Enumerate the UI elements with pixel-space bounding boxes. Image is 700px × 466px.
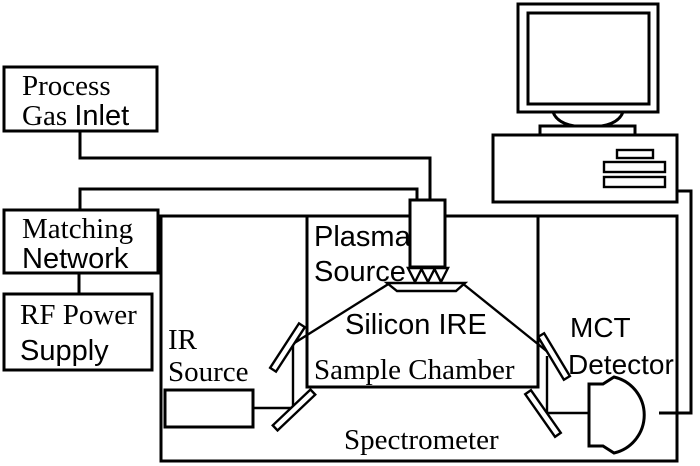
plasma-arrow-icon <box>419 266 437 285</box>
computer-to-detector-wire <box>659 189 693 415</box>
mct-detector-label-line1: MCT <box>570 312 631 343</box>
sample-chamber-label: Sample Chamber <box>314 354 515 386</box>
plasma-arrow-icon <box>406 266 424 285</box>
process-gas-inlet-box <box>2 65 159 133</box>
tower-drive-bay-2 <box>602 175 667 189</box>
spectrometer-label: Spectrometer <box>344 424 499 456</box>
process-gas-inlet-label-line2: Gas Inlet <box>22 100 129 132</box>
gas-feed-line <box>78 131 432 201</box>
beam-from-ire-right <box>461 282 555 358</box>
plasma-arrow-icon <box>432 266 450 285</box>
mct-detector-shape <box>587 375 646 455</box>
matching-network-label-line2: Network <box>22 243 129 275</box>
ir-source-box <box>163 388 255 429</box>
matching-network-box <box>2 208 160 275</box>
tower-drive-bay-1 <box>602 160 667 174</box>
plasma-source-label-line1: Plasma <box>314 221 412 253</box>
mct-detector-label-line2: Detector <box>568 349 674 380</box>
rf-power-supply-box <box>2 292 154 372</box>
silicon-ire-prism <box>383 281 469 293</box>
mirror-upper-left <box>268 321 307 374</box>
mirror-lower-left <box>271 387 317 433</box>
beam-to-ire-left <box>287 281 391 349</box>
rf-power-supply-label-line1: RF Power <box>20 299 137 331</box>
rf-feed-line <box>78 187 419 210</box>
mirror-lower-right <box>523 388 563 439</box>
rf-power-supply-label-line2: Supply <box>20 335 109 367</box>
ir-source-label-line1: IR <box>168 324 198 356</box>
plasma-source-tube <box>408 198 447 269</box>
plasma-source-label-line2: Source <box>314 256 406 288</box>
silicon-ire-label: Silicon IRE <box>345 309 487 341</box>
monitor-screen <box>526 11 651 106</box>
process-gas-inlet-label-line1: Process <box>22 70 111 102</box>
mirror-upper-right <box>536 331 572 382</box>
tower-drive-bay-small <box>615 148 655 160</box>
matching-network-label-line1: Matching <box>22 213 133 245</box>
ir-source-label-line2: Source <box>168 356 249 388</box>
